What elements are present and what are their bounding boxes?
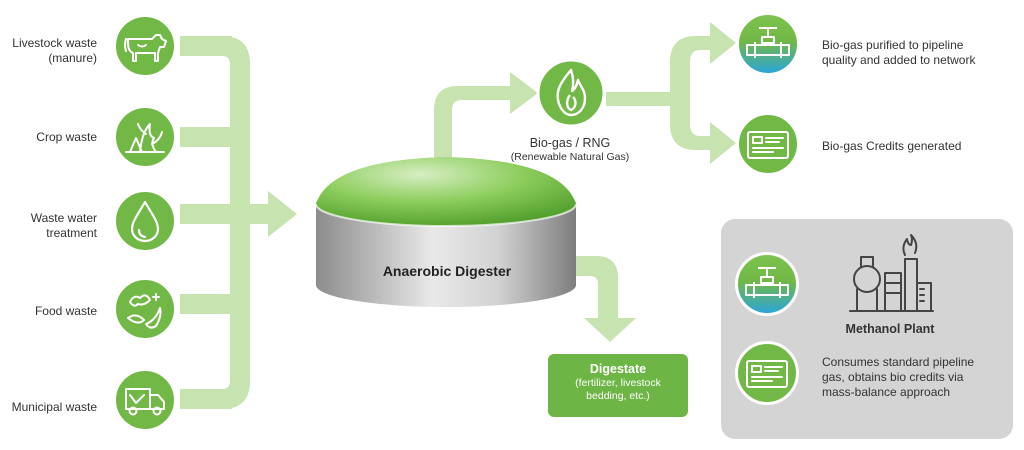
methanol-description-line3: mass-balance approach <box>822 385 951 399</box>
biogas-label: Bio-gas / RNG <box>529 136 611 150</box>
connector-stub-4 <box>180 294 232 314</box>
connector-stub-2 <box>180 127 232 147</box>
connector-stub-3 <box>180 204 232 224</box>
digester-dome <box>316 157 576 226</box>
arrow-biogas-split <box>606 22 736 164</box>
output-label-credits: Bio-gas Credits generated <box>822 139 962 153</box>
pipeline-valve-icon <box>745 267 789 298</box>
garbage-truck-icon <box>125 388 165 416</box>
digestate-line1: (fertilizer, livestock <box>575 377 661 389</box>
input-label-wastewater: Waste water treatment <box>0 211 97 241</box>
input-label-municipal-line1: Municipal waste <box>11 400 97 414</box>
input-circle-wastewater <box>113 189 177 253</box>
digester-body <box>316 204 576 307</box>
water-drop-icon <box>130 200 160 243</box>
output-label-pipeline-line2: quality and added to network <box>822 53 976 67</box>
output-label-pipeline-line1: Bio-gas purified to pipeline <box>822 38 964 52</box>
certificate-card-icon <box>747 131 789 159</box>
input-label-livestock: Livestock waste (manure) <box>0 36 97 66</box>
digester-dome-edge <box>315 203 577 227</box>
input-label-food-line1: Food waste <box>34 304 97 318</box>
biogas-label-block: Bio-gas / RNG (Renewable Natural Gas) <box>500 136 640 164</box>
digestate-line2: bedding, etc.) <box>586 390 650 402</box>
input-label-livestock-line2: (manure) <box>48 51 97 65</box>
input-label-wastewater-line2: treatment <box>46 226 97 240</box>
output-label-pipeline: Bio-gas purified to pipeline quality and… <box>822 38 1012 68</box>
factory-icon <box>849 234 934 312</box>
methanol-description-line2: gas, obtains bio credits via <box>822 370 964 384</box>
arrow-to-biogas <box>434 72 538 158</box>
digestate-box: Digestate (fertilizer, livestock bedding… <box>548 354 688 417</box>
methanol-description: Consumes standard pipeline gas, obtains … <box>822 355 1007 400</box>
crop-plant-icon <box>125 123 165 153</box>
input-circle-livestock <box>113 14 177 78</box>
biogas-circle <box>536 58 606 128</box>
input-circle-food <box>113 277 177 341</box>
certificate-card-icon <box>746 360 788 388</box>
biogas-sublabel: (Renewable Natural Gas) <box>510 151 630 163</box>
digestate-title: Digestate <box>589 362 647 376</box>
pipeline-valve-icon <box>746 27 790 58</box>
input-label-wastewater-line1: Waste water <box>30 211 97 225</box>
input-label-livestock-line1: Livestock waste <box>12 36 97 50</box>
input-circle-crop <box>113 105 177 169</box>
input-circle-municipal <box>113 368 177 432</box>
input-label-crop: Crop waste <box>0 130 97 145</box>
arrow-to-digestate <box>572 256 636 342</box>
methanol-circle-pipeline <box>735 252 799 316</box>
arrow-to-digester <box>230 191 297 237</box>
output-circle-pipeline <box>736 12 800 76</box>
flame-icon <box>556 68 587 117</box>
methanol-title: Methanol Plant <box>845 322 935 336</box>
input-label-municipal: Municipal waste <box>0 400 97 415</box>
methanol-circle-credits <box>735 341 799 405</box>
food-waste-icon <box>127 293 162 329</box>
input-label-food: Food waste <box>0 304 97 319</box>
digester-label: Anaerobic Digester <box>382 263 512 279</box>
methanol-plant-panel: Methanol Plant Consumes standard pipelin… <box>721 219 1013 439</box>
input-label-crop-line1: Crop waste <box>36 130 97 144</box>
output-circle-credits <box>736 112 800 176</box>
digester-tank <box>315 157 577 307</box>
cow-icon <box>124 34 167 62</box>
methanol-description-line1: Consumes standard pipeline <box>822 355 975 369</box>
